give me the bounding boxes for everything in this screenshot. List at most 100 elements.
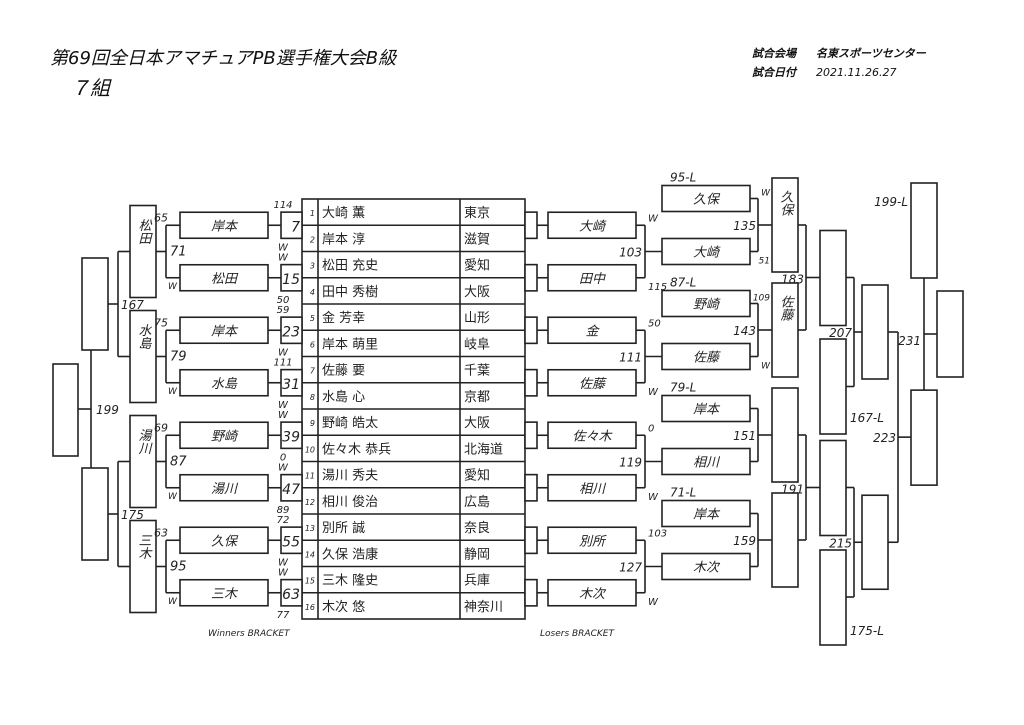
losers-r3-match-number: 191 [781,483,804,497]
losers-semi-box [910,389,938,486]
losers-r2-bottom-label: 51 [759,257,770,267]
winners-r1-match-number: 47 [282,482,300,498]
losers-r1-player-name: 佐藤 [579,377,607,392]
winners-r3-player-name: 水島 [136,324,152,350]
losers-r4-box [819,439,847,537]
losers-drop-label: 175-L [850,624,884,638]
player-name: 佐藤 要 [322,364,365,379]
winners-r2-player-name: 湯川 [211,482,239,497]
winners-r1-match-number: 7 [291,219,300,235]
losers-r1-top-label: W [648,213,659,224]
winners-r4-box [81,467,109,561]
winners-r1-top-label: 111 [273,358,292,369]
player-prefecture: 奈良 [464,520,490,536]
tournament-title: 第69回全日本アマチュアPB選手権大会B級 [50,48,397,69]
winners-r1-match-number: 15 [282,272,300,288]
losers-entry-box [524,421,538,450]
winners-r1-bottom-label: 89 [277,505,290,516]
winners-final-box [52,363,79,457]
losers-drop-box-167 [819,338,847,435]
winners-r1-match-number: 55 [282,534,300,550]
winners-final-match-number: 199 [96,403,119,417]
venue-row: 試合会場名東スポーツセンター [752,45,926,61]
winners-r1-top-label: 114 [273,200,292,211]
player-number: 2 [310,235,315,244]
winners-r2-top-label: 69 [154,421,168,434]
losers-r2-match-number: 135 [733,219,756,233]
player-number: 4 [310,288,315,297]
winners-r2-player-box [179,473,269,502]
losers-r1-match-number: 119 [619,456,642,470]
player-name: 湯川 秀夫 [322,469,378,484]
winners-r1-bottom-label: 77 [277,610,290,621]
losers-r2-player-box [661,394,751,423]
winners-r2-match-number: 79 [170,350,187,365]
losers-entry-box [524,473,538,502]
winners-r3-player-box [129,519,157,614]
player-number: 7 [310,367,316,376]
losers-bracket-label: Losers BRACKET [540,629,615,639]
player-name: 岸本 萌里 [322,337,378,352]
winners-r1-top-label: W [278,410,289,421]
losers-entry-box [524,263,538,292]
winners-r2-player-name: 久保 [211,534,239,549]
winners-r1-bottom-label: W [278,400,289,411]
player-name: 水島 心 [322,390,365,405]
winners-r1-top-label: W [278,463,289,474]
winners-r2-player-box [179,578,269,607]
winners-r1-match-number: 39 [282,429,300,445]
winners-r1-top-label: 59 [277,305,290,316]
winners-r2-top-label: 63 [154,526,168,539]
losers-r2-player-box [661,342,751,371]
player-prefecture: 神奈川 [464,600,503,615]
losers-r3-player-box [771,282,799,378]
losers-r2-player-name: 野崎 [693,298,721,313]
winners-r2-bottom-label: W [168,492,178,502]
losers-entry-box [524,368,538,397]
winners-r2-player-name: 岸本 [211,219,239,234]
player-number: 10 [305,445,315,454]
player-number: 15 [305,577,315,586]
player-name: 田中 秀樹 [322,285,378,300]
losers-entry-box [524,578,538,607]
player-prefecture: 滋賀 [464,232,490,247]
player-name: 岸本 淳 [322,231,365,247]
player-name: 久保 浩康 [322,546,378,562]
player-name: 木次 悠 [322,599,365,615]
winners-r3-match-number: 167 [121,298,144,312]
player-name: 松田 充史 [322,258,378,274]
losers-r5-box [861,284,889,380]
losers-r2-player-box [661,499,751,528]
losers-r2-player-name: 岸本 [693,403,721,418]
losers-drop-box-199 [910,182,938,279]
player-prefecture: 愛知 [464,468,490,484]
losers-r5-box [861,494,889,591]
losers-r2-seed-label: 95-L [670,171,696,185]
player-number: 9 [310,419,315,428]
losers-r2-player-box [661,447,751,476]
losers-r2-player-box [661,289,751,318]
winners-r2-match-number: 71 [170,245,187,260]
player-prefecture: 山形 [464,311,490,326]
player-number: 14 [305,550,315,559]
player-prefecture: 北海道 [464,442,503,457]
losers-r1-match-number: 103 [619,246,642,260]
losers-r4-match-number: 207 [829,326,852,340]
player-number: 6 [310,340,315,349]
player-prefecture: 愛知 [464,258,490,274]
player-name: 相川 俊治 [322,495,378,510]
group-label: ７組 [70,76,110,100]
player-prefecture: 大阪 [464,416,490,431]
losers-r1-player-name: 相川 [579,482,607,497]
player-prefecture: 東京 [464,205,490,221]
venue-label: 試合会場 [752,47,796,60]
losers-r2-player-box [661,184,751,213]
winners-r2-player-name: 水島 [211,377,238,392]
winners-r2-match-number: 87 [170,455,187,470]
player-prefecture: 広島 [464,495,490,510]
winners-r1-top-label: W [278,568,289,579]
player-number: 13 [305,524,315,533]
player-name: 大崎 薫 [322,206,365,221]
winners-r2-top-label: 75 [154,316,168,329]
